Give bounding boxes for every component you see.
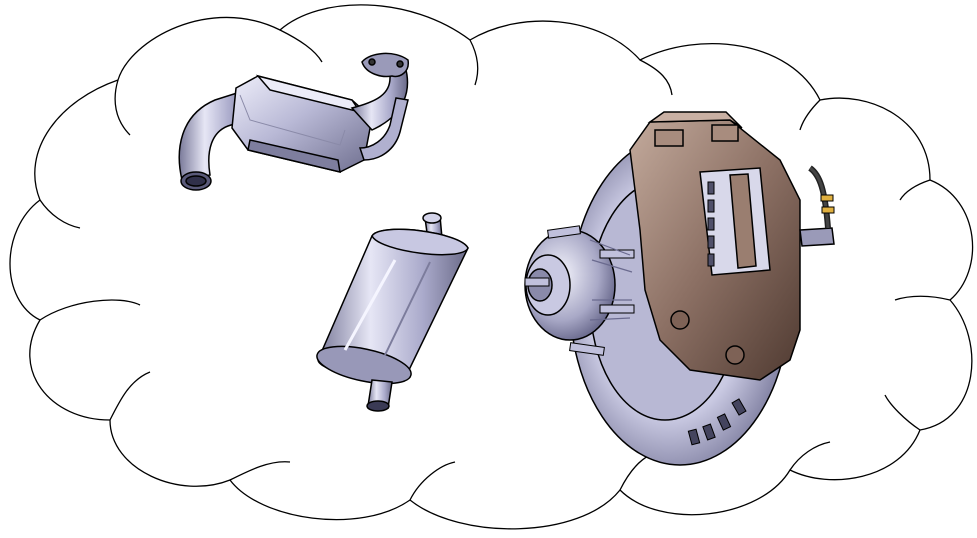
disc-brake-assembly-icon	[524, 111, 835, 466]
muffler-icon	[316, 212, 469, 412]
catalytic-converter-icon	[178, 52, 409, 191]
cloud-outline	[9, 4, 974, 530]
